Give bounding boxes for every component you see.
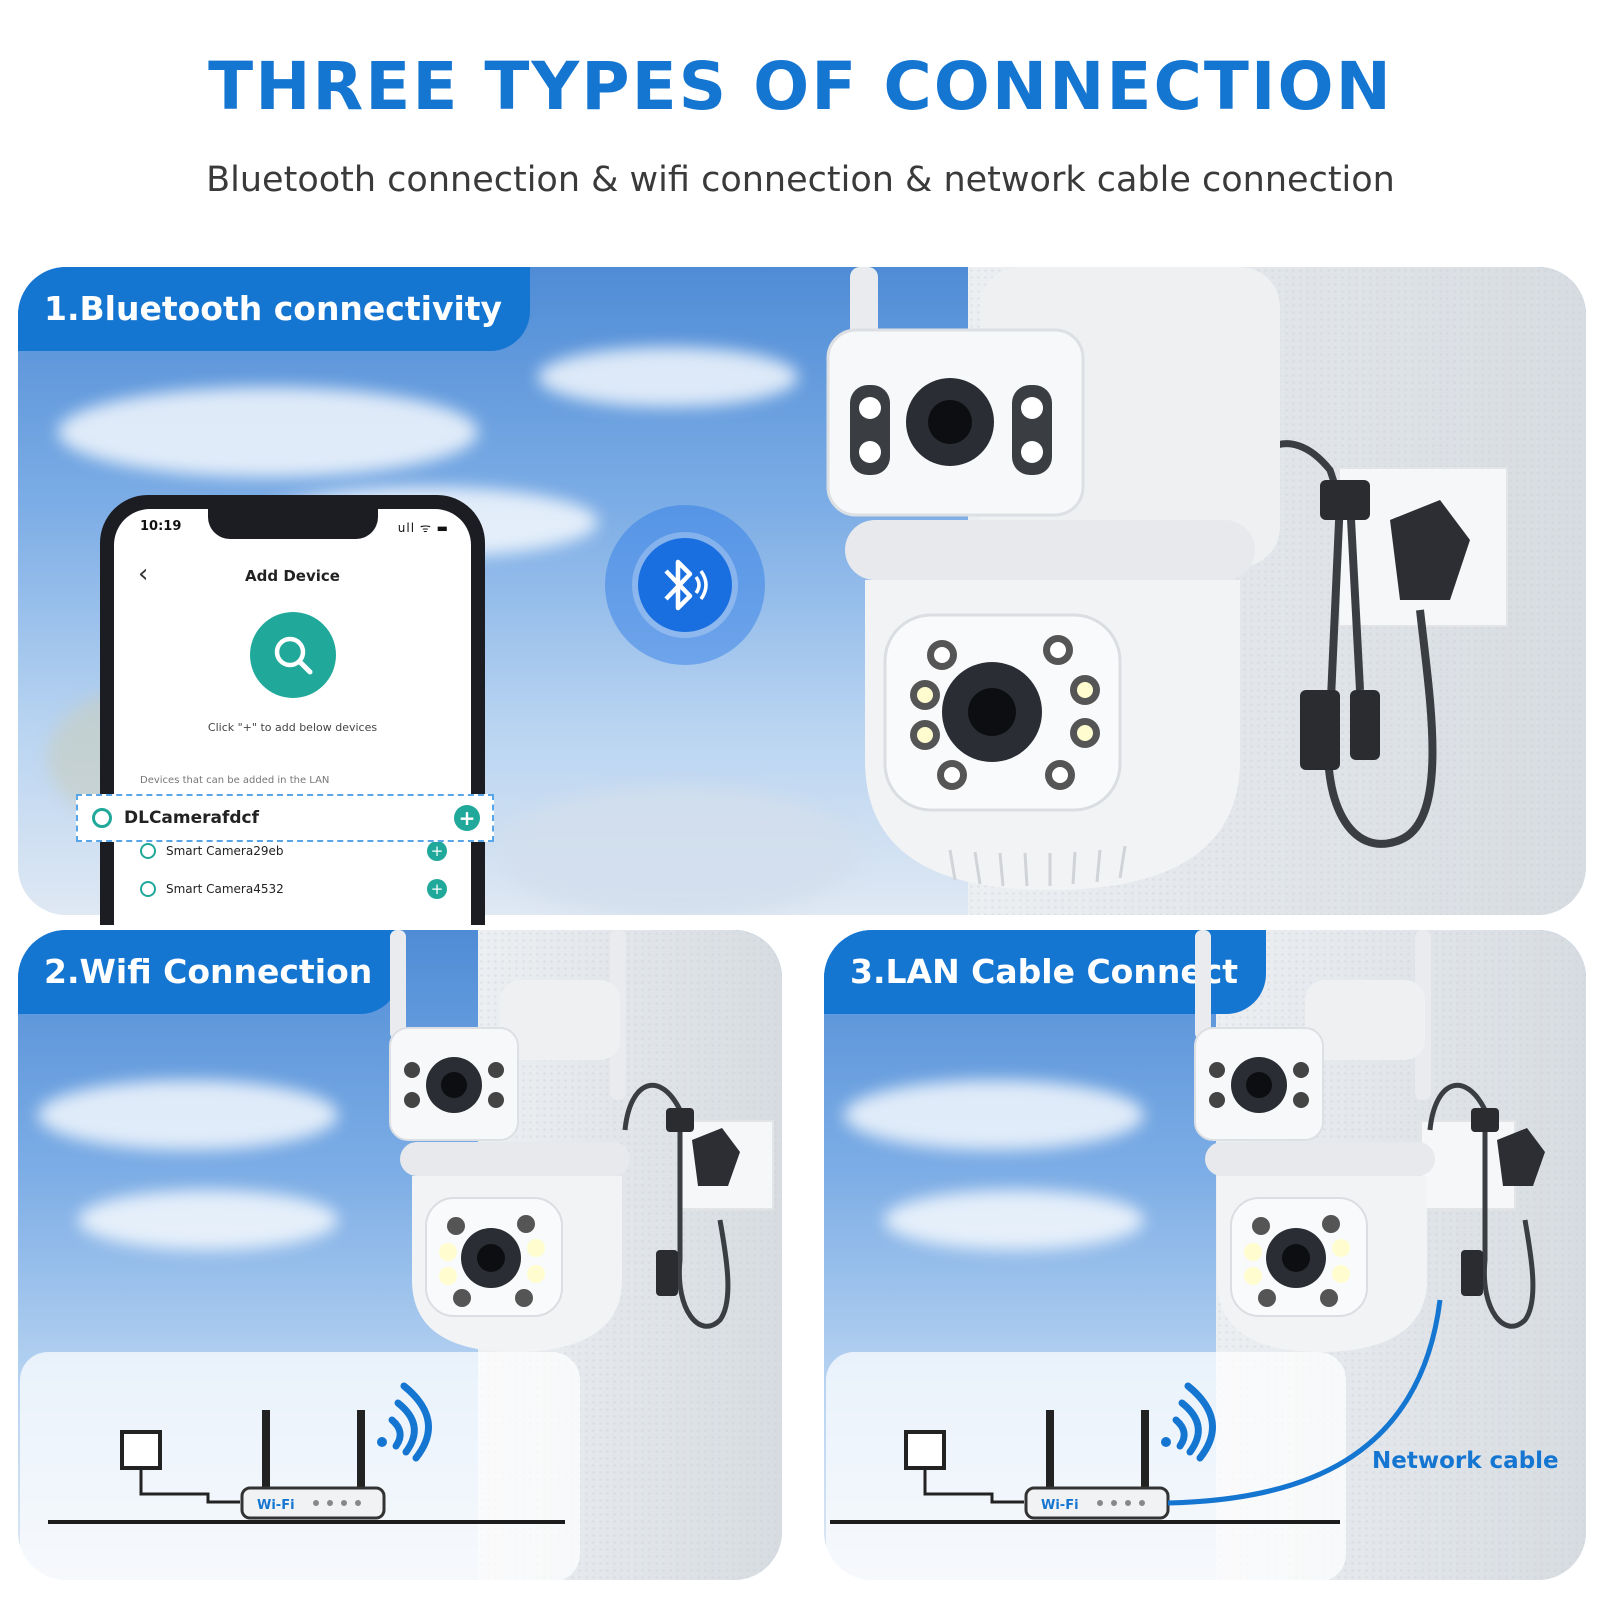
wifi-signal-icon: [1161, 1382, 1216, 1462]
highlighted-device[interactable]: DLCamerafdcf +: [76, 794, 494, 842]
highlighted-device-name: DLCamerafdcf: [124, 808, 260, 828]
screen-title: Add Device: [245, 567, 340, 585]
back-button[interactable]: ‹: [138, 559, 149, 589]
camera-device-icon: [140, 881, 156, 897]
page-subtitle: Bluetooth connection & wifi connection &…: [206, 160, 1395, 200]
status-time: 10:19: [140, 519, 182, 534]
wifi-signal-icon: [377, 1382, 432, 1462]
plus-icon[interactable]: +: [427, 879, 447, 899]
router-label: Wi-Fi: [1041, 1498, 1079, 1513]
bluetooth-tag: 1.Bluetooth connectivity: [18, 267, 531, 351]
power-plug-icon: [904, 1430, 946, 1470]
lan-devices-label: Devices that can be added in the LAN: [140, 775, 330, 786]
network-cable: [1167, 1299, 1443, 1506]
router-label: Wi-Fi: [257, 1498, 295, 1513]
power-plug-icon: [120, 1430, 162, 1470]
list-item[interactable]: Smart Camera29eb +: [140, 833, 447, 869]
device-name: Smart Camera29eb: [166, 844, 284, 858]
list-item[interactable]: Smart Camera4532 +: [140, 871, 447, 907]
lan-tag: 3.LAN Cable Connect: [824, 930, 1267, 1014]
plus-icon[interactable]: +: [427, 841, 447, 861]
phone: 10:19 ull ᯤ ▬ ‹ Add Device Click "+" to …: [100, 495, 485, 925]
network-cable-label: Network cable: [1372, 1448, 1559, 1474]
wifi-tag: 2.Wifi Connection: [18, 930, 401, 1014]
camera-device-icon: [140, 843, 156, 859]
bluetooth-icon: [638, 538, 732, 632]
phone-notch: [207, 509, 378, 539]
router-area: [20, 1352, 580, 1582]
plus-icon[interactable]: +: [454, 805, 480, 831]
add-hint: Click "+" to add below devices: [207, 721, 378, 734]
phone-screen: 10:19 ull ᯤ ▬ ‹ Add Device Click "+" to …: [114, 509, 471, 925]
page-title: THREE TYPES OF CONNECTION: [208, 48, 1393, 125]
status-icons: ull ᯤ ▬: [397, 521, 449, 535]
device-name: Smart Camera4532: [166, 882, 284, 896]
camera-device-icon: [92, 808, 112, 828]
search-icon[interactable]: [249, 612, 336, 698]
